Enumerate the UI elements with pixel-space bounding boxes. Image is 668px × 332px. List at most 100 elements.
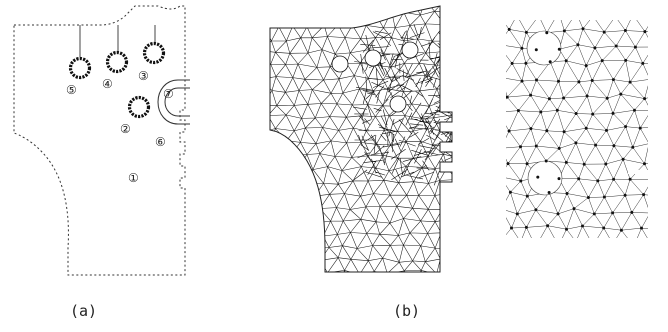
mesh-node [611,211,615,215]
mesh-node [624,58,628,62]
mesh-elements [270,6,452,272]
zoomed-mesh-cutouts [526,30,650,196]
mesh-node [506,162,510,166]
mesh-node [534,208,538,212]
region-label-6: ⑥ [155,135,166,149]
mesh-node [581,27,585,31]
mesh-node [611,111,615,115]
mesh-node [545,129,549,133]
region-label-7: ⑦ [163,87,174,101]
mesh-node [633,45,637,49]
mesh-node [510,61,514,65]
zoomed-slot-3 [628,170,650,174]
mesh-node [584,64,588,68]
mesh-node [642,193,646,197]
mesh-node [529,93,533,97]
mesh-node [611,78,615,82]
mesh-node [640,226,643,230]
mesh-node [535,78,538,82]
mesh-node [586,196,590,199]
mesh-node [574,112,578,115]
channel-outline-inner [164,87,190,117]
mesh-node [555,108,559,112]
mesh-node [577,177,581,181]
mesh-node [602,195,606,199]
hole-1 [68,56,92,80]
mesh-node [548,60,552,64]
mesh-node [602,226,606,230]
mesh-node [520,79,524,83]
mesh-node [547,191,551,194]
mesh-hole-1 [331,55,349,73]
mesh-node [596,179,600,183]
mesh-node [508,190,512,194]
mesh-node [576,43,580,47]
mesh-node [624,125,628,129]
mesh-hole-4 [389,95,407,113]
mesh-node [544,159,548,163]
mesh-node [515,212,519,216]
mesh-node [557,146,561,150]
mesh-node [585,94,589,98]
mesh-node [524,225,528,229]
mesh-node [524,61,528,65]
mesh-node [547,97,551,101]
mesh-node [507,129,511,133]
mesh-node [582,162,586,166]
mesh-node [591,112,595,116]
mesh-node [525,194,529,198]
mesh-node [562,96,566,100]
mesh-node [641,61,645,65]
mesh-node [602,30,606,34]
mesh-node [577,80,581,84]
hole-3 [142,41,166,65]
mesh-holes [331,41,419,113]
mesh-node [534,144,538,148]
mesh-node [623,193,627,197]
caption-a: (a) [70,302,98,320]
zoomed-hole-upper [526,30,562,66]
region-label-marks: ① ② ③ ④ ⑤ ⑥ ⑦ [66,69,174,185]
mesh-node [565,227,568,231]
mesh-node [643,162,646,166]
mesh-node [529,127,533,131]
mesh-node [628,80,632,84]
mesh-hole-3 [401,41,419,59]
mesh-node [539,110,543,114]
mesh-node [519,179,523,183]
zoomed-hole-lower [527,160,563,196]
mesh-node [593,46,597,50]
mesh-node [590,79,594,82]
mesh-node [534,48,538,52]
mesh-boundary [269,5,453,273]
mesh-node [574,141,578,145]
mesh-node [614,44,618,48]
cooling-holes [68,41,166,119]
mesh-node [594,143,598,147]
mesh-node [564,160,568,164]
mesh-node [536,175,540,179]
mesh-node [643,30,647,34]
mesh-node [631,145,635,149]
mesh-node [557,177,561,181]
region-label-5: ⑤ [66,83,77,97]
hole-2 [105,50,129,74]
mesh-node [562,130,566,134]
mesh-node [633,108,636,112]
mesh-node [623,29,627,32]
mesh-edges [270,6,452,272]
mesh-node [581,224,584,228]
mesh-node [605,128,608,132]
mesh-node [612,144,616,148]
mesh-node [506,95,509,99]
mesh-node [621,157,625,161]
mesh-node [520,46,524,50]
mesh-node [562,29,566,33]
mesh-node [525,162,529,166]
mesh-hole-2 [364,49,382,67]
mesh-node [546,224,550,228]
panel-b-triangulated-mesh [269,5,453,273]
mesh-node [545,31,549,35]
channel-outline-outer [157,79,190,125]
